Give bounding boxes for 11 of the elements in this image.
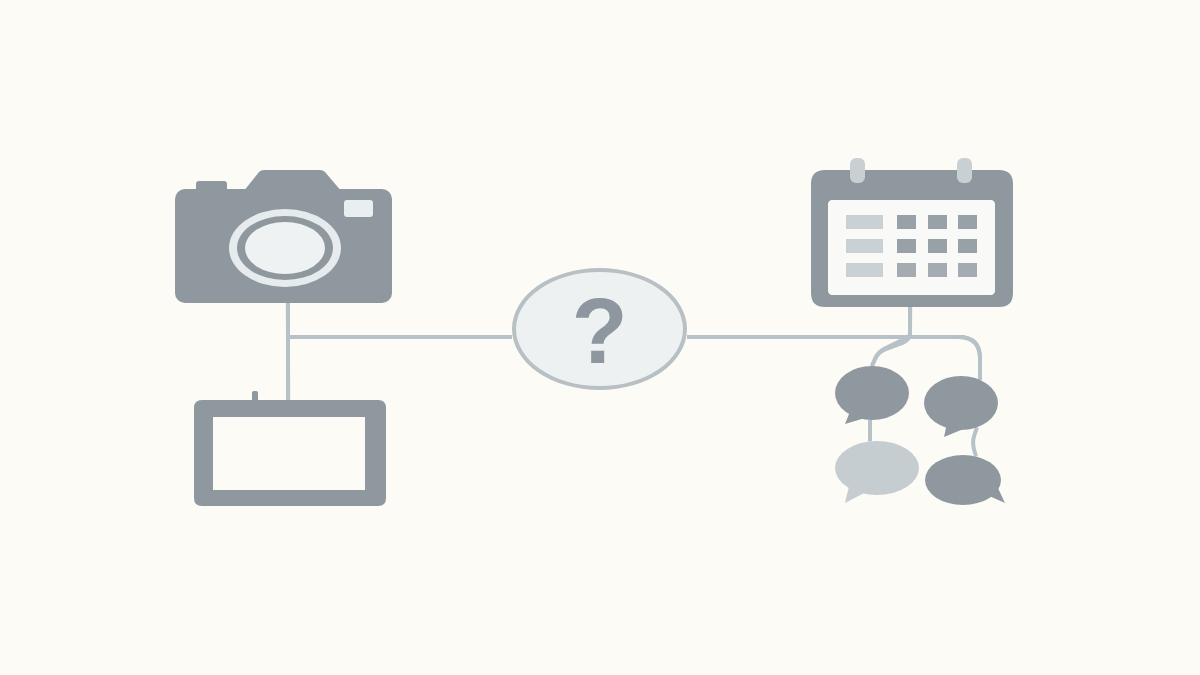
speech-bubble-icon	[924, 376, 999, 437]
camera-icon	[175, 168, 393, 304]
speech-bubble-icon	[835, 366, 910, 424]
tablet-icon	[194, 391, 386, 506]
speech-bubble-icon	[835, 441, 920, 503]
connector-line	[286, 335, 512, 400]
calendar-icon	[811, 157, 1014, 308]
connector-line	[971, 426, 979, 458]
connector-line	[868, 420, 873, 442]
speech-bubble-icon	[925, 455, 1005, 505]
question-mark: ?	[571, 285, 628, 377]
